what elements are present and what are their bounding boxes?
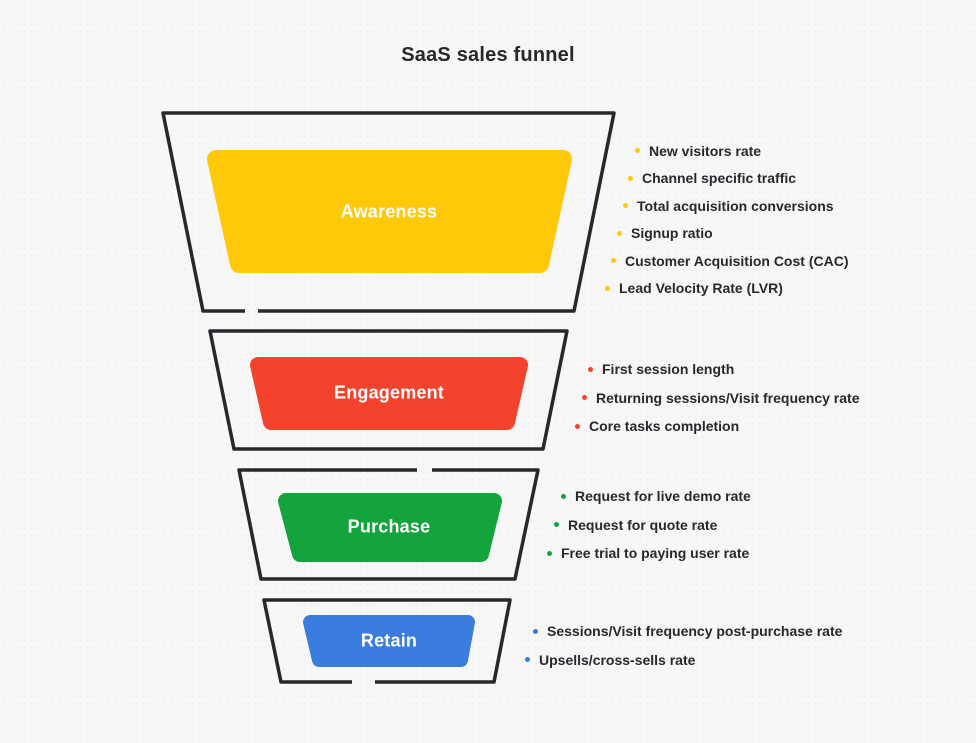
- bullet-icon: [611, 258, 616, 264]
- stage-label-awareness: Awareness: [340, 201, 438, 222]
- metric-item: Request for live demo rate: [561, 482, 751, 511]
- bullet-icon: [547, 550, 552, 556]
- metric-item: Customer Acquisition Cost (CAC): [611, 247, 848, 275]
- bullet-icon: [561, 493, 566, 499]
- bullet-icon: [628, 175, 633, 181]
- funnel-outline-retain: [262, 598, 512, 684]
- bullet-icon: [588, 366, 593, 372]
- metric-item: Returning sessions/Visit frequency rate: [582, 384, 860, 413]
- funnel-outline-purchase: [237, 468, 540, 581]
- funnel-outline-awareness: [161, 111, 616, 313]
- metric-label: Returning sessions/Visit frequency rate: [596, 389, 860, 406]
- diagram-title: SaaS sales funnel: [401, 44, 575, 66]
- funnel-outline-engagement: [208, 329, 569, 451]
- metric-label: Total acquisition conversions: [637, 197, 834, 214]
- metric-label: New visitors rate: [649, 142, 762, 159]
- metrics-list-awareness: New visitors rate Channel specific traff…: [605, 137, 848, 302]
- metric-item: Signup ratio: [617, 220, 848, 248]
- bullet-icon: [554, 522, 559, 528]
- metric-item: Core tasks completion: [575, 412, 860, 441]
- stage-label-purchase: Purchase: [347, 516, 431, 537]
- funnel-stage-shape-engagement: [250, 357, 528, 430]
- metric-item: Lead Velocity Rate (LVR): [605, 275, 848, 303]
- bullet-icon: [635, 148, 640, 154]
- metric-item: Upsells/cross-sells rate: [525, 646, 842, 675]
- bullet-icon: [582, 395, 587, 401]
- metric-item: Total acquisition conversions: [623, 192, 848, 220]
- funnel-outlines: [161, 111, 616, 684]
- bullet-icon: [605, 285, 610, 291]
- metrics-list-engagement: First session length Returning sessions/…: [575, 355, 860, 441]
- metric-label: First session length: [602, 361, 735, 378]
- metric-item: Channel specific traffic: [628, 165, 848, 193]
- metric-label: Customer Acquisition Cost (CAC): [625, 252, 849, 269]
- metric-label: Upsells/cross-sells rate: [539, 651, 696, 668]
- metric-label: Lead Velocity Rate (LVR): [619, 280, 783, 297]
- metric-item: First session length: [588, 355, 860, 384]
- funnel-stage-shape-retain: [303, 615, 475, 667]
- metrics-list-purchase: Request for live demo rate Request for q…: [547, 482, 751, 568]
- bullet-icon: [525, 657, 530, 663]
- bullet-icon: [575, 423, 580, 429]
- stage-label-engagement: Engagement: [333, 382, 445, 403]
- bullet-icon: [623, 203, 628, 209]
- metric-label: Request for quote rate: [568, 516, 718, 533]
- metric-item: New visitors rate: [635, 137, 848, 165]
- metrics-list-retain: Sessions/Visit frequency post-purchase r…: [525, 617, 842, 674]
- metric-item: Sessions/Visit frequency post-purchase r…: [533, 617, 842, 646]
- funnel-stage-shape-awareness: [207, 150, 572, 273]
- metric-label: Signup ratio: [631, 225, 713, 242]
- metric-label: Request for live demo rate: [575, 488, 751, 505]
- metric-label: Channel specific traffic: [642, 170, 797, 187]
- metric-label: Core tasks completion: [589, 418, 740, 435]
- metric-label: Sessions/Visit frequency post-purchase r…: [547, 623, 843, 640]
- bullet-icon: [617, 230, 622, 236]
- metric-item: Free trial to paying user rate: [547, 539, 751, 568]
- stage-label-retain: Retain: [360, 630, 418, 651]
- funnel-stage-shape-purchase: [278, 493, 502, 562]
- bullet-icon: [533, 628, 538, 634]
- metric-label: Free trial to paying user rate: [561, 545, 750, 562]
- metric-item: Request for quote rate: [554, 511, 751, 540]
